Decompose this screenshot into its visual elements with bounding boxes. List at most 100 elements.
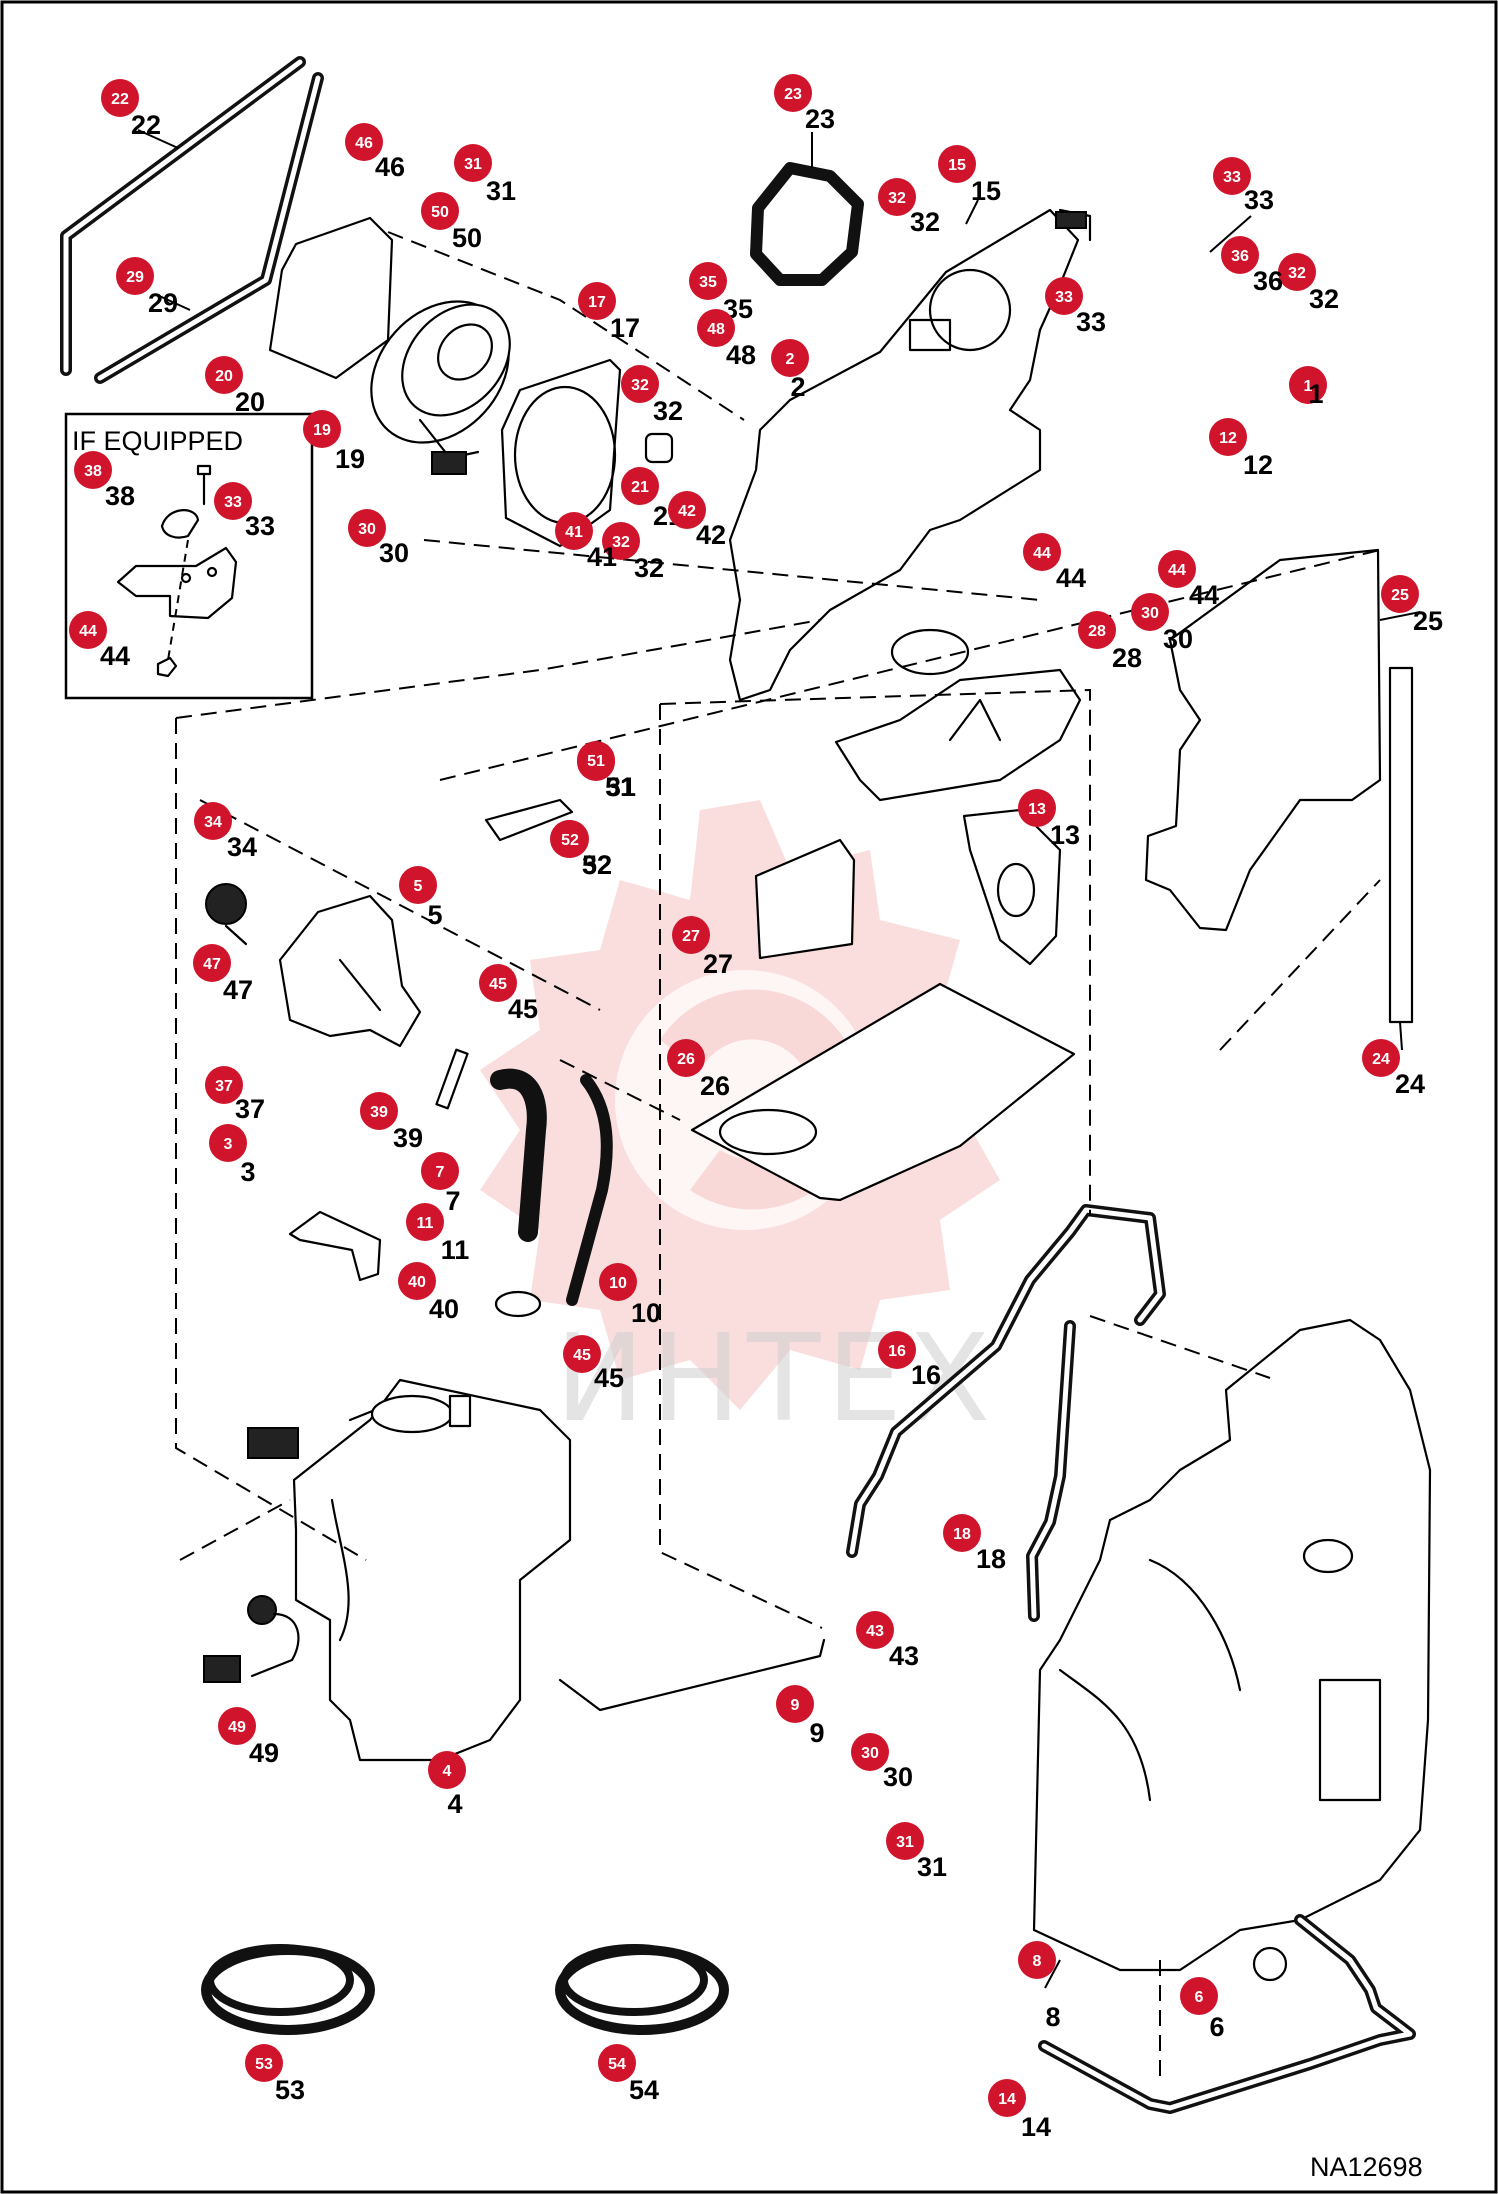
callout-number: 4 xyxy=(447,1789,462,1819)
callout-number: 32 xyxy=(653,396,683,426)
callout-number: 19 xyxy=(335,444,365,474)
callout-2: 22 xyxy=(771,339,809,402)
callout-badge xyxy=(1289,366,1327,404)
callout-number: 30 xyxy=(1163,624,1193,654)
callout-badge-label: 45 xyxy=(489,976,507,993)
callout-number: 15 xyxy=(971,176,1001,206)
callout-badge-label: 44 xyxy=(1168,562,1186,579)
callout-badge-label: 26 xyxy=(677,1051,695,1068)
callout-badge xyxy=(1023,533,1061,571)
blower-19 xyxy=(370,300,511,475)
callout-badge-label: 27 xyxy=(682,928,700,945)
callout-number: 10 xyxy=(631,1298,661,1328)
callout-number: 33 xyxy=(245,511,275,541)
callout-badge-label: 39 xyxy=(370,1104,388,1121)
tube-39 xyxy=(435,1048,469,1110)
callout-badge xyxy=(194,802,232,840)
seal-14 xyxy=(1038,1914,1416,2114)
callout-number: 49 xyxy=(249,1738,279,1768)
clamp-40 xyxy=(494,1290,542,1318)
callout-number: 31 xyxy=(917,1852,947,1882)
harness-49 xyxy=(203,1595,300,1683)
bracket-20 xyxy=(268,216,394,380)
callout-badge xyxy=(598,2044,636,2082)
callout-number: 32 xyxy=(582,850,612,880)
callout-number: 38 xyxy=(105,481,135,511)
callout-number: 33 xyxy=(1076,307,1106,337)
callout-badge-label: 21 xyxy=(631,479,649,496)
callout-badge-label: 33 xyxy=(1223,169,1241,186)
callout-number: 7 xyxy=(445,1186,460,1216)
callout-badge-label: 17 xyxy=(588,294,606,311)
callout-badge xyxy=(69,611,107,649)
callout-badge-label: 5 xyxy=(414,878,423,895)
callout-number: 13 xyxy=(1050,820,1080,850)
callout-badge xyxy=(1018,789,1056,827)
callout-number: 12 xyxy=(1243,450,1273,480)
callout-number: 2 xyxy=(790,372,805,402)
inset-title: IF EQUIPPED xyxy=(72,426,243,456)
callout-badge xyxy=(672,916,710,954)
callout-badge-label: 24 xyxy=(1372,1051,1390,1068)
callout-badge xyxy=(886,1822,924,1860)
callout-number: 53 xyxy=(275,2075,305,2105)
strip-24 xyxy=(1388,666,1414,1024)
callout-badge-label: 13 xyxy=(1028,801,1046,818)
callout-badge xyxy=(360,1092,398,1130)
gasket-26 xyxy=(690,982,1076,1202)
callout-badge xyxy=(74,451,112,489)
callout-badge-label: 35 xyxy=(699,274,717,291)
callout-badge xyxy=(602,522,640,560)
callout-number: 44 xyxy=(100,641,130,671)
hose-7 xyxy=(490,1068,547,1242)
callout-number: 50 xyxy=(452,223,482,253)
callout-number: 34 xyxy=(227,832,257,862)
grommet-6 xyxy=(1252,1946,1288,1982)
line-9 xyxy=(558,1638,826,1712)
callout-badge xyxy=(1213,157,1251,195)
callout-number: 31 xyxy=(486,176,516,206)
callout-number: 1 xyxy=(1308,379,1323,409)
callout-badge-label: 41 xyxy=(565,524,583,541)
callout-badge xyxy=(245,2044,283,2082)
callout-badge xyxy=(1045,277,1083,315)
callout-badge-label: 3 xyxy=(224,1136,233,1153)
callout-badge xyxy=(398,1262,436,1300)
callout-badge-label: 2 xyxy=(786,351,795,368)
callout-badge xyxy=(1381,575,1419,613)
callout-badge-label: 1 xyxy=(1304,378,1313,395)
callout-badge xyxy=(303,410,341,448)
callout-number: 45 xyxy=(594,1363,624,1393)
panel-25 xyxy=(1144,548,1382,932)
callout-9: 99 xyxy=(776,1685,825,1748)
callout-badge xyxy=(399,866,437,904)
plate-52 xyxy=(484,798,574,842)
hose-coil-54 xyxy=(555,1944,729,2035)
figure-code: NA12698 xyxy=(1310,2152,1423,2182)
callout-badge xyxy=(1078,611,1116,649)
callout-number: 45 xyxy=(508,994,538,1024)
callout-badge xyxy=(851,1733,889,1771)
